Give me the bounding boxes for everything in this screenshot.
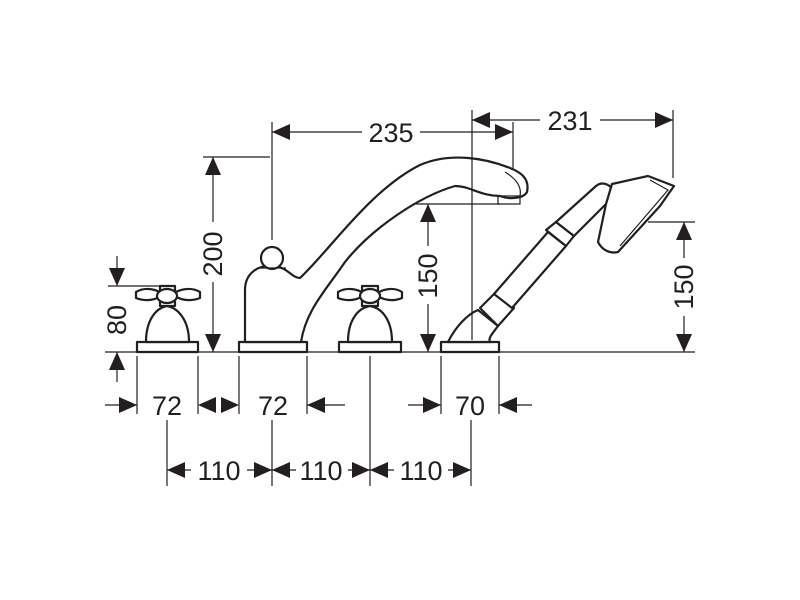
spout (237, 156, 529, 354)
dim-235: 235 (271, 118, 514, 240)
left-cross-handle (134, 284, 202, 354)
dim-231-label: 231 (547, 106, 592, 136)
dim-80-label: 80 (102, 305, 132, 335)
dim-110-row: 110 110 110 (167, 456, 471, 486)
dim-150-spout-label: 150 (413, 253, 443, 298)
dim-72-left-label: 72 (152, 391, 182, 421)
dim-200-label: 200 (198, 231, 228, 276)
dim-70-label: 70 (455, 391, 485, 421)
dim-150-spout: 150 (413, 203, 500, 352)
hand-shower (439, 174, 676, 354)
dim-110-1-label: 110 (197, 456, 240, 486)
extension-lines (136, 356, 500, 486)
dim-72-spout: 72 (221, 391, 345, 421)
dim-150-shower: 150 (648, 221, 699, 352)
dim-70: 70 (408, 391, 532, 421)
right-cross-handle (336, 284, 404, 354)
dim-80: 80 (102, 256, 160, 382)
dim-235-label: 235 (368, 118, 413, 148)
dim-72-left: 72 (105, 391, 216, 421)
dim-231: 231 (471, 106, 674, 340)
dim-200: 200 (198, 156, 270, 352)
dim-72-spout-label: 72 (258, 391, 288, 421)
dim-110-3-label: 110 (399, 456, 442, 486)
dim-110-2-label: 110 (299, 456, 342, 486)
dim-150-shower-label: 150 (669, 264, 699, 309)
